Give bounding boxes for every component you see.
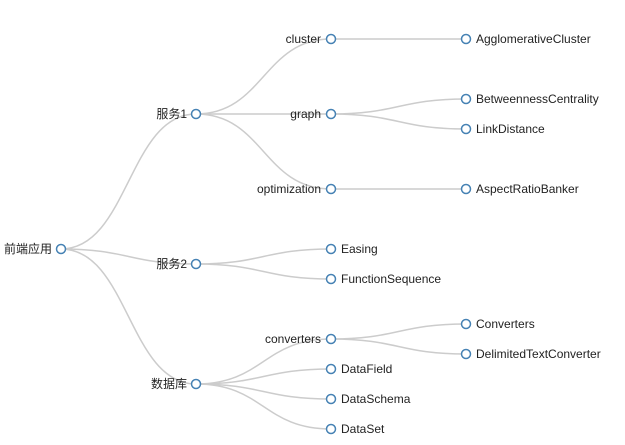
node-betweenness-centrality-circle[interactable] [460, 93, 472, 105]
node-agglomerative-cluster-circle[interactable] [460, 33, 472, 45]
node-converters-circle[interactable] [460, 318, 472, 330]
node-service1-label: 服务1 [156, 106, 187, 121]
node-database[interactable]: 数据库 [151, 376, 202, 391]
node-delimited-text-converter-circle[interactable] [460, 348, 472, 360]
node-aspect-ratio-banker-circle[interactable] [460, 183, 472, 195]
link-converters-group-to-converters [330, 323, 467, 340]
link-database-to-data-set [195, 383, 332, 430]
node-function-sequence-label: FunctionSequence [341, 272, 441, 286]
node-service2[interactable]: 服务2 [156, 256, 202, 271]
node-optimization-circle[interactable] [325, 183, 337, 195]
node-service2-circle[interactable] [190, 258, 202, 270]
link-graph-to-link-distance [330, 113, 467, 130]
node-converters-group-label: converters [265, 332, 321, 346]
node-converters[interactable]: Converters [460, 317, 535, 331]
node-data-field-circle[interactable] [325, 363, 337, 375]
node-data-set[interactable]: DataSet [325, 422, 386, 436]
node-data-schema[interactable]: DataSchema [325, 392, 411, 406]
link-converters-group-to-delimited-text-converter [330, 338, 467, 355]
link-root-to-service1 [60, 113, 197, 250]
link-root-to-database [60, 248, 197, 385]
node-easing-label: Easing [341, 242, 378, 256]
node-cluster-label: cluster [286, 32, 321, 46]
node-data-schema-label: DataSchema [341, 392, 411, 406]
node-cluster-circle[interactable] [325, 33, 337, 45]
node-betweenness-centrality[interactable]: BetweennessCentrality [460, 92, 599, 106]
node-delimited-text-converter[interactable]: DelimitedTextConverter [460, 347, 601, 361]
node-database-circle[interactable] [190, 378, 202, 390]
node-root-label: 前端应用 [4, 241, 52, 256]
link-database-to-data-schema [195, 383, 332, 400]
node-database-label: 数据库 [151, 376, 187, 391]
node-service1[interactable]: 服务1 [156, 106, 202, 121]
node-delimited-text-converter-label: DelimitedTextConverter [476, 347, 601, 361]
node-graph[interactable]: graph [290, 107, 337, 121]
node-aspect-ratio-banker-label: AspectRatioBanker [476, 182, 579, 196]
node-link-distance-circle[interactable] [460, 123, 472, 135]
node-data-set-circle[interactable] [325, 423, 337, 435]
node-data-field-label: DataField [341, 362, 392, 376]
link-root-to-service2 [60, 248, 197, 265]
node-converters-group-circle[interactable] [325, 333, 337, 345]
node-aspect-ratio-banker[interactable]: AspectRatioBanker [460, 182, 579, 196]
link-service2-to-function-sequence [195, 263, 332, 280]
node-data-field[interactable]: DataField [325, 362, 393, 376]
node-agglomerative-cluster-label: AgglomerativeCluster [476, 32, 591, 46]
node-graph-label: graph [290, 107, 321, 121]
node-service1-circle[interactable] [190, 108, 202, 120]
link-service2-to-easing [195, 248, 332, 265]
node-agglomerative-cluster[interactable]: AgglomerativeCluster [460, 32, 591, 46]
node-function-sequence-circle[interactable] [325, 273, 337, 285]
node-graph-circle[interactable] [325, 108, 337, 120]
node-easing[interactable]: Easing [325, 242, 378, 256]
node-optimization-label: optimization [257, 182, 321, 196]
node-converters-label: Converters [476, 317, 535, 331]
tree-links [60, 38, 467, 430]
node-easing-circle[interactable] [325, 243, 337, 255]
node-data-set-label: DataSet [341, 422, 385, 436]
link-service1-to-cluster [195, 38, 332, 115]
node-root[interactable]: 前端应用 [4, 241, 67, 256]
link-database-to-converters-group [195, 338, 332, 385]
link-graph-to-betweenness-centrality [330, 98, 467, 115]
node-betweenness-centrality-label: BetweennessCentrality [476, 92, 599, 106]
link-service1-to-optimization [195, 113, 332, 190]
node-root-circle[interactable] [55, 243, 67, 255]
node-optimization[interactable]: optimization [257, 182, 337, 196]
node-data-schema-circle[interactable] [325, 393, 337, 405]
node-link-distance-label: LinkDistance [476, 122, 545, 136]
node-converters-group[interactable]: converters [265, 332, 337, 346]
node-function-sequence[interactable]: FunctionSequence [325, 272, 442, 286]
node-link-distance[interactable]: LinkDistance [460, 122, 546, 136]
node-cluster[interactable]: cluster [286, 32, 337, 46]
link-database-to-data-field [195, 368, 332, 385]
node-service2-label: 服务2 [156, 256, 187, 271]
